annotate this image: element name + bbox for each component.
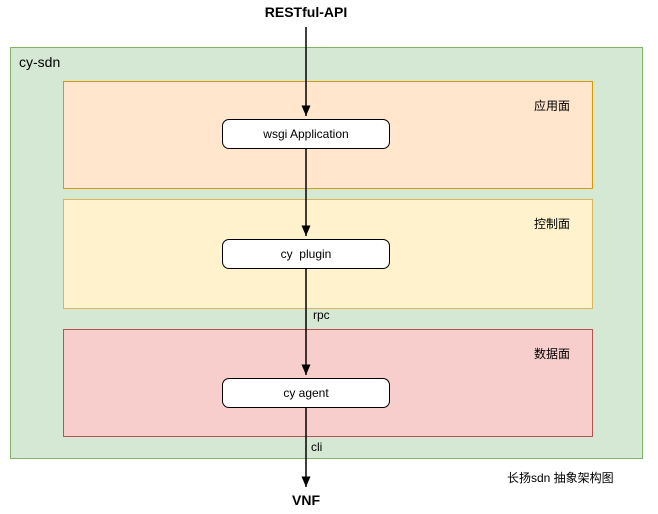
cy-sdn-label: cy-sdn: [19, 54, 61, 70]
restful-api-label: RESTful-API: [264, 4, 348, 20]
rpc-edge-label: rpc: [313, 308, 330, 322]
cli-edge-label: cli: [311, 440, 323, 454]
application-plane-label: 应用面: [533, 99, 570, 113]
node-cy-agent: cy agent: [222, 378, 390, 408]
data-plane-label: 数据面: [533, 347, 570, 361]
control-plane-label: 控制面: [533, 217, 570, 231]
application-plane: 应用面: [63, 81, 593, 189]
diagram-caption: 长扬sdn 抽象架构图: [507, 471, 614, 485]
node-wsgi-application: wsgi Application: [222, 119, 390, 149]
node-cy-plugin: cy plugin: [222, 239, 390, 269]
vnf-label: VNF: [292, 492, 320, 508]
